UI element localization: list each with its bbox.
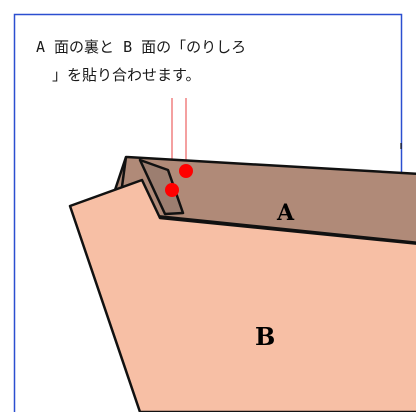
glue-flap bbox=[138, 158, 185, 216]
face-a-label: A bbox=[276, 200, 295, 226]
caption-line-1: A 面の裏と B 面の「のりしろ bbox=[36, 38, 247, 56]
glue-point-lower bbox=[165, 183, 179, 197]
face-b-label: B bbox=[255, 322, 275, 351]
caption-line-2: 」を貼り合わせます。 bbox=[52, 66, 201, 84]
glue-point-upper bbox=[179, 164, 193, 178]
